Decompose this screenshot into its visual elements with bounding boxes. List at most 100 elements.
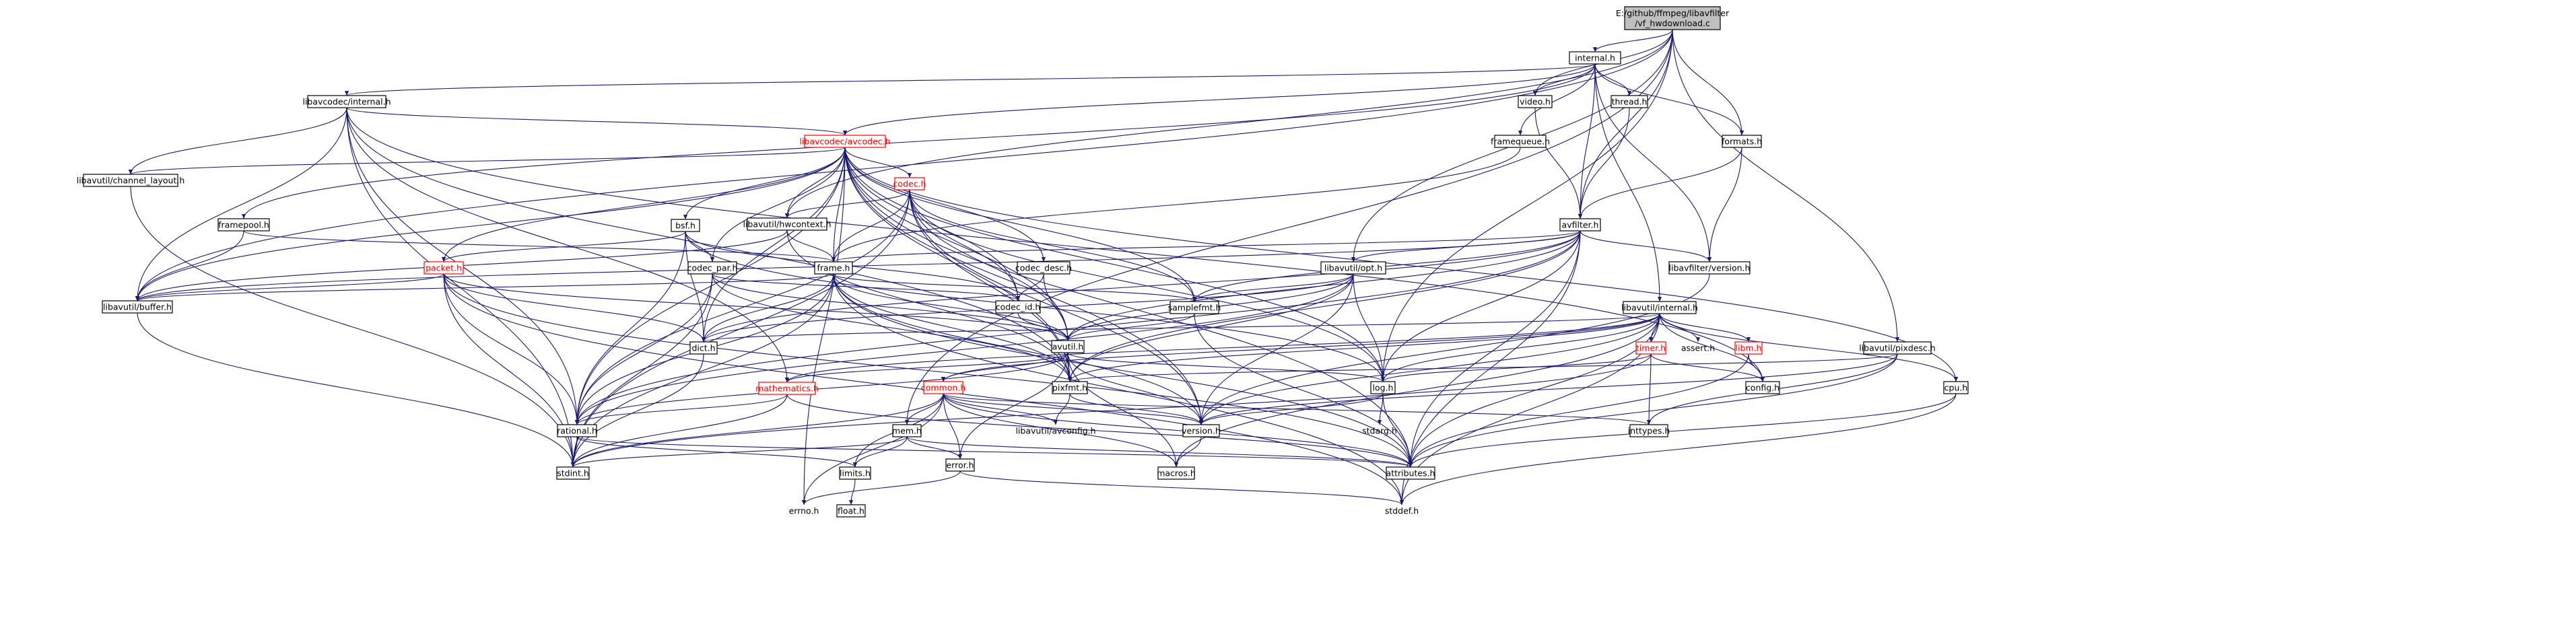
include-edge bbox=[906, 436, 963, 460]
node-libavutil-pixdesc-h[interactable]: libavutil/pixdesc.h bbox=[1859, 341, 1936, 355]
node-libavutil-avconfig-h[interactable]: libavutil/avconfig.h bbox=[1015, 426, 1095, 436]
node-samplefmt-h[interactable]: samplefmt.h bbox=[1168, 301, 1221, 314]
node-inttypes-h[interactable]: inttypes.h bbox=[1628, 424, 1670, 437]
include-edge bbox=[941, 313, 1660, 382]
node-codec-par-h[interactable]: codec_par.h bbox=[687, 261, 738, 275]
include-edge bbox=[1532, 63, 1596, 96]
include-edge bbox=[1408, 353, 1898, 468]
node-stddef-h[interactable]: stddef.h bbox=[1385, 506, 1419, 516]
node-framequeue-h[interactable]: framequeue.h bbox=[1491, 135, 1550, 148]
node-libm-h[interactable]: libm.h bbox=[1734, 341, 1763, 355]
include-edge bbox=[346, 107, 847, 136]
include-edge bbox=[574, 189, 910, 425]
include-edge bbox=[575, 352, 1069, 425]
include-edge bbox=[1594, 63, 1662, 302]
node-cpu-h[interactable]: cpu.h bbox=[1943, 381, 1969, 394]
node-libavcodec-internal-h[interactable]: libavcodec/internal.h bbox=[302, 95, 391, 108]
node-codec-id-h[interactable]: codec_id.h bbox=[995, 300, 1041, 314]
node-label: assert.h bbox=[1681, 343, 1715, 353]
include-edge bbox=[833, 273, 1413, 468]
node-avutil-h[interactable]: avutil.h bbox=[1051, 340, 1085, 353]
node-label: framepool.h bbox=[218, 220, 269, 230]
node-libavcodec-avcodec-h[interactable]: libavcodec/avcodec.h bbox=[799, 135, 891, 148]
node-float-h[interactable]: float.h bbox=[836, 504, 866, 518]
include-edge bbox=[844, 147, 1386, 382]
node-label: libavutil/opt.h bbox=[1324, 263, 1382, 273]
node-formats-h[interactable]: formats.h bbox=[1722, 135, 1762, 148]
node-label: frame.h bbox=[817, 263, 850, 273]
node-codec-desc-h[interactable]: codec_desc.h bbox=[1015, 261, 1072, 275]
include-edge bbox=[844, 147, 1046, 262]
node-label: thread.h bbox=[1612, 97, 1648, 107]
include-edge bbox=[443, 273, 576, 468]
node-label: framequeue.h bbox=[1491, 137, 1550, 147]
include-edge bbox=[570, 394, 788, 468]
node-label: libavutil/hwcontext.h bbox=[743, 219, 831, 229]
node-errno-h[interactable]: errno.h bbox=[789, 506, 819, 516]
node-dict-h[interactable]: dict.h bbox=[689, 341, 718, 355]
node-stdarg-h[interactable]: stdarg.h bbox=[1362, 426, 1397, 436]
node-label: libavutil/internal.h bbox=[1621, 303, 1698, 313]
include-edge bbox=[1594, 63, 1744, 136]
node-label: attributes.h bbox=[1386, 468, 1435, 478]
node-libavfilter-version-h[interactable]: libavfilter/version.h bbox=[1668, 261, 1751, 275]
node-mem-h[interactable]: mem.h bbox=[892, 424, 922, 437]
node-common-h[interactable]: common.h bbox=[921, 381, 965, 394]
node-libavutil-hwcontext-h[interactable]: libavutil/hwcontext.h bbox=[743, 217, 832, 231]
node-attributes-h[interactable]: attributes.h bbox=[1386, 466, 1435, 480]
node-rational-h[interactable]: rational.h bbox=[557, 424, 597, 437]
node-log-h[interactable]: log.h bbox=[1370, 381, 1396, 394]
include-edge bbox=[1068, 353, 1898, 382]
node-assert-h[interactable]: assert.h bbox=[1681, 343, 1715, 353]
include-edge bbox=[1672, 29, 1900, 343]
node-timer-h[interactable]: timer.h bbox=[1635, 341, 1666, 355]
node-mathematics-h[interactable]: mathematics.h bbox=[755, 382, 819, 395]
node-label: libavutil/pixdesc.h bbox=[1859, 343, 1936, 353]
node-version-h[interactable]: version.h bbox=[1182, 424, 1221, 437]
node-libavutil-internal-h[interactable]: libavutil/internal.h bbox=[1621, 301, 1698, 314]
include-edge bbox=[844, 147, 1413, 468]
node-label: pixfmt.h bbox=[1052, 383, 1087, 393]
include-edge bbox=[1578, 107, 1630, 219]
node-label: limits.h bbox=[840, 468, 871, 478]
node-label: stdint.h bbox=[557, 468, 589, 478]
node-libavutil-buffer-h[interactable]: libavutil/buffer.h bbox=[102, 300, 173, 314]
include-edge bbox=[1659, 313, 1701, 343]
node-libavutil-opt-h[interactable]: libavutil/opt.h bbox=[1320, 261, 1386, 275]
include-edge bbox=[442, 231, 686, 262]
node-framepool-h[interactable]: framepool.h bbox=[217, 218, 270, 232]
include-edge bbox=[784, 189, 910, 219]
include-edge bbox=[1534, 107, 1583, 219]
node-limits-h[interactable]: limits.h bbox=[839, 466, 871, 480]
node-codec-h[interactable]: codec.h bbox=[893, 177, 926, 190]
node-macros-h[interactable]: macros.h bbox=[1157, 466, 1196, 480]
include-edge bbox=[844, 147, 1197, 302]
include-edge bbox=[1399, 393, 1957, 505]
include-edge bbox=[1578, 147, 1742, 219]
node-error-h[interactable]: error.h bbox=[945, 458, 975, 472]
node-thread-h[interactable]: thread.h bbox=[1611, 95, 1648, 108]
include-edge bbox=[832, 147, 1521, 262]
node-packet-h[interactable]: packet.h bbox=[423, 261, 464, 275]
node-label: bsf.h bbox=[675, 221, 696, 231]
include-edge bbox=[784, 29, 1673, 219]
node-avfilter-h[interactable]: avfilter.h bbox=[1559, 218, 1601, 232]
include-edge bbox=[1580, 230, 1712, 262]
node-bsf-h[interactable]: bsf.h bbox=[671, 219, 700, 232]
include-edge bbox=[1174, 313, 1660, 468]
include-edge bbox=[1069, 393, 1204, 425]
node-label: macros.h bbox=[1157, 468, 1196, 478]
node-video-h[interactable]: video.h bbox=[1518, 95, 1553, 108]
node-libavutil-channel-layout-h[interactable]: libavutil/channel_layout.h bbox=[77, 174, 185, 187]
node-pixfmt-h[interactable]: pixfmt.h bbox=[1052, 381, 1088, 394]
node-internal-h[interactable]: internal.h bbox=[1569, 51, 1621, 65]
node-label: common.h bbox=[921, 383, 965, 393]
node-stdint-h[interactable]: stdint.h bbox=[556, 466, 590, 480]
node-frame-h[interactable]: frame.h bbox=[814, 261, 853, 275]
include-edge bbox=[1408, 230, 1581, 468]
include-edge bbox=[1707, 147, 1742, 262]
node-label: timer.h bbox=[1636, 343, 1666, 353]
node-config-h[interactable]: config.h bbox=[1745, 381, 1780, 394]
root-node[interactable]: E:/github/ffmpeg/libavfilter /vf_hwdownl… bbox=[1616, 6, 1730, 30]
